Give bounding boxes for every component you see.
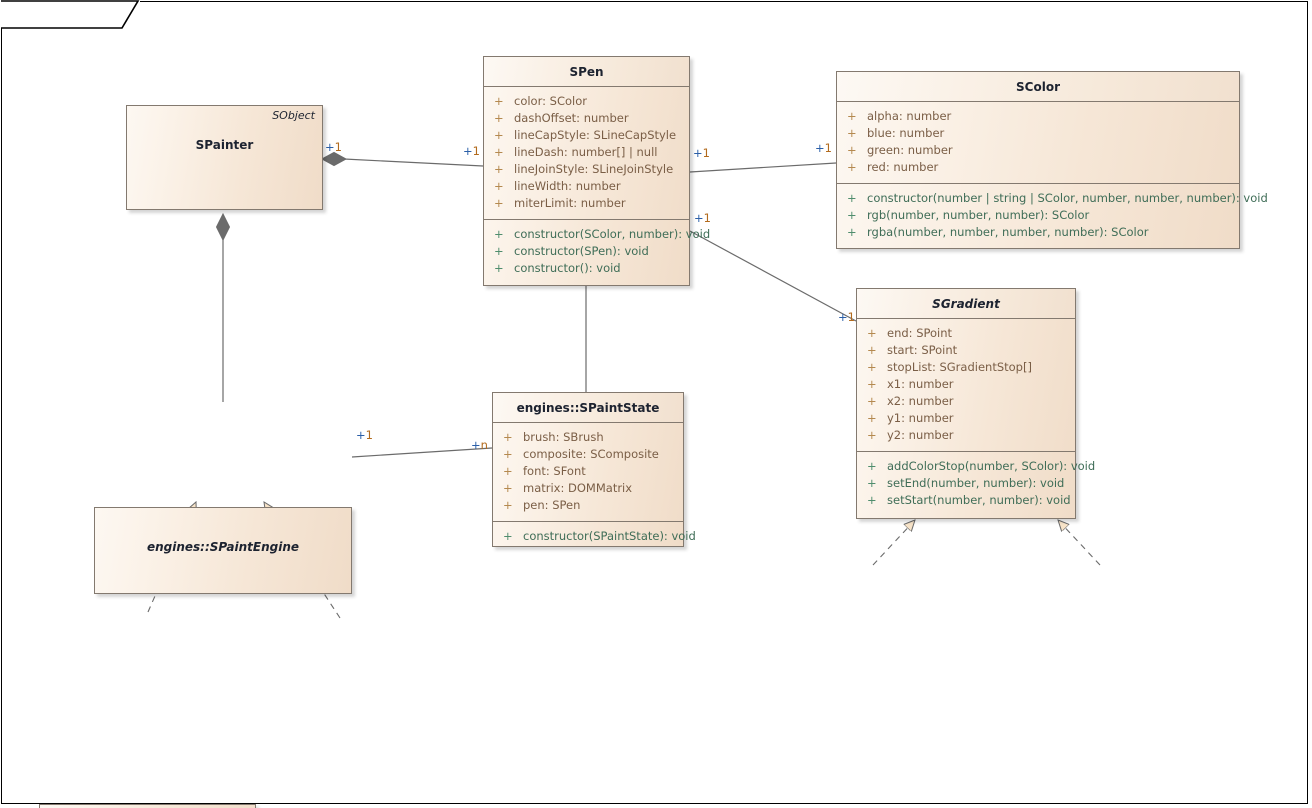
attribute-row: +alpha: number [847, 109, 952, 123]
multiplicity-spainter-spen-source: +1 [325, 140, 342, 154]
class-spen-methods: +constructor(SColor, number): void +cons… [484, 219, 711, 284]
attribute-row: +y2: number [867, 428, 954, 442]
attribute-row: +x1: number [867, 377, 954, 391]
method-row: +rgba(number, number, number, number): S… [847, 225, 1149, 239]
attribute-row: +lineCapStyle: SLineCapStyle [494, 128, 677, 142]
class-spen[interactable]: SPen +color: SColor +dashOffset: number … [483, 56, 711, 286]
attribute-row: +miterLimit: number [494, 196, 626, 210]
attribute-row: +green: number [847, 143, 953, 157]
class-spen-name: SPen [569, 64, 604, 79]
class-sgradient-name: SGradient [932, 296, 1000, 311]
attribute-row: +stopList: SGradientStop[] [867, 360, 1032, 374]
class-spaintstate[interactable]: engines::SPaintState +brush: SBrush +com… [492, 392, 696, 547]
multiplicity-spen-scolor-target: +1 [815, 141, 832, 155]
multiplicity-spen-sgradient-source: +1 [694, 211, 711, 225]
attribute-row: +matrix: DOMMatrix [503, 481, 633, 495]
class-spainter[interactable]: SObject SPainter [126, 105, 323, 210]
method-row: +setEnd(number, number): void [867, 476, 1065, 490]
class-spainter-name: SPainter [195, 138, 254, 152]
class-spen-attributes: +color: SColor +dashOffset: number +line… [484, 87, 689, 219]
class-sgradient-header: SGradient [857, 289, 1075, 319]
method-row: +constructor(): void [494, 261, 621, 275]
multiplicity-engine-state-source: +1 [356, 428, 373, 442]
class-scanvaspaintengine[interactable]: engines::SCanvasPaintEngine [39, 804, 256, 808]
attribute-row: +start: SPoint [867, 343, 958, 357]
method-row: +addColorStop(number, SColor): void [867, 459, 1096, 473]
class-spaintstate-header: engines::SPaintState [493, 393, 683, 423]
attribute-row: +lineDash: number[] | null [494, 145, 658, 159]
class-spen-header: SPen [484, 57, 689, 87]
multiplicity-engine-state-target: +n [471, 438, 488, 452]
class-scolor-attributes: +alpha: number +blue: number +green: num… [837, 102, 1239, 183]
diagram-frame-tab-shape [1, 0, 140, 29]
class-spaintengine-name: engines::SPaintEngine [146, 540, 300, 554]
attribute-row: +dashOffset: number [494, 111, 629, 125]
attribute-row: +pen: SPen [503, 498, 581, 512]
method-row: +rgb(number, number, number): SColor [847, 208, 1090, 222]
class-spainter-stereotype: SObject [272, 109, 315, 122]
class-scolor-header: SColor [837, 72, 1239, 102]
attribute-row: +brush: SBrush [503, 430, 604, 444]
class-spaintstate-methods: +constructor(SPaintState): void [493, 521, 696, 552]
class-spaintstate-attributes: +brush: SBrush +composite: SComposite +f… [493, 423, 683, 521]
method-row: +constructor(SPen): void [494, 244, 649, 258]
attribute-row: +lineJoinStyle: SLineJoinStyle [494, 162, 674, 176]
attribute-row: +blue: number [847, 126, 945, 140]
class-scolor[interactable]: SColor +alpha: number +blue: number +gre… [836, 71, 1268, 249]
method-row: +constructor(number | string | SColor, n… [847, 191, 1268, 205]
class-scolor-methods: +constructor(number | string | SColor, n… [837, 183, 1268, 248]
attribute-row: +composite: SComposite [503, 447, 659, 461]
method-row: +setStart(number, number): void [867, 493, 1071, 507]
multiplicity-spen-scolor-source: +1 [693, 146, 710, 160]
class-scolor-name: SColor [1016, 79, 1060, 94]
class-sgradient-attributes: +end: SPoint +start: SPoint +stopList: S… [857, 319, 1075, 451]
attribute-row: +lineWidth: number [494, 179, 621, 193]
class-spaintstate-name: engines::SPaintState [516, 400, 660, 415]
class-sgradient-methods: +addColorStop(number, SColor): void +set… [857, 451, 1096, 516]
attribute-row: +y1: number [867, 411, 954, 425]
method-row: +constructor(SColor, number): void [494, 227, 711, 241]
attribute-row: +x2: number [867, 394, 954, 408]
multiplicity-spainter-spen-target: +1 [463, 144, 480, 158]
class-spaintengine[interactable]: engines::SPaintEngine [94, 507, 352, 594]
multiplicity-spen-sgradient-target: +1 [838, 310, 855, 324]
attribute-row: +color: SColor [494, 94, 587, 108]
class-sgradient[interactable]: SGradient +end: SPoint +start: SPoint +s… [856, 288, 1096, 519]
attribute-row: +font: SFont [503, 464, 586, 478]
method-row: +constructor(SPaintState): void [503, 529, 696, 543]
attribute-row: +red: number [847, 160, 939, 174]
attribute-row: +end: SPoint [867, 326, 953, 340]
